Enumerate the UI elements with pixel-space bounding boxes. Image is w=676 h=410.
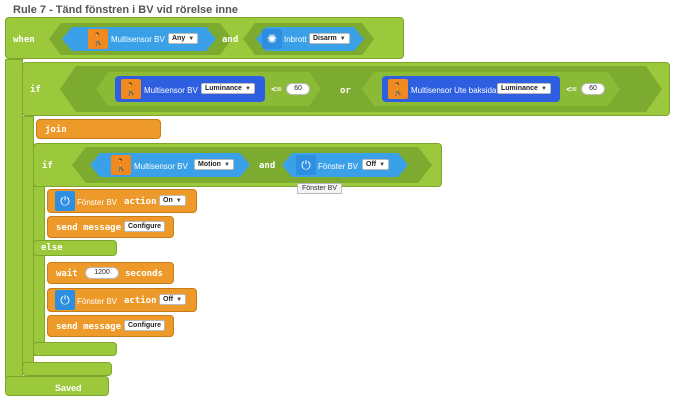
join-keyword: join [45,125,67,135]
inner-if-body [33,186,45,356]
person-walking-icon: 🚶 [111,155,131,175]
if-cond1-device: Multisensor BV [144,86,198,95]
power-icon: ⏻ [55,191,75,211]
dropdown-value: Off [366,161,377,168]
rule-footer[interactable] [5,376,109,396]
when-sensor2-device: Inbrott [284,35,307,44]
when-keyword: when [13,35,35,45]
dropdown-value: Any [172,35,186,42]
then-message-field[interactable]: Configure [124,221,166,232]
chevron-down-icon: ▼ [223,161,230,168]
saved-status: Saved [55,383,82,393]
lte-operator-2: <= [566,85,577,95]
chevron-down-icon: ▼ [540,85,547,92]
action-keyword-2: action [124,296,157,306]
chevron-down-icon: ▼ [244,85,251,92]
if-cond2-property[interactable]: Luminance▼ [497,83,551,94]
inner-if-footer [33,342,117,356]
then-action-dropdown[interactable]: On▼ [159,195,186,206]
join-block[interactable] [36,119,161,139]
dropdown-value: Motion [198,161,221,168]
else-bar [33,240,117,256]
else-keyword: else [41,243,63,253]
else-message-field[interactable]: Configure [124,320,166,331]
dropdown-value: Off [163,296,174,303]
person-walking-icon: 🚶 [121,79,141,99]
chevron-down-icon: ▼ [176,296,183,303]
if-footer [22,362,112,376]
power-icon: ⏻ [55,290,75,310]
lte-operator: <= [271,85,282,95]
if-cond2-device: Multisensor Ute baksida [411,86,497,95]
if-cond1-property[interactable]: Luminance▼ [201,83,255,94]
dropdown-value: On [163,197,173,204]
dropdown-value: Luminance [205,85,242,92]
and-keyword: and [222,35,239,45]
person-walking-icon: 🚶 [88,29,108,49]
chevron-down-icon: ▼ [339,35,346,42]
person-walking-icon: 🚶 [388,79,408,99]
dropdown-value: Luminance [501,85,538,92]
rule-body [5,59,23,379]
when-sensor1-dropdown[interactable]: Any▼ [168,33,199,44]
when-sensor2-dropdown[interactable]: Disarm▼ [309,33,350,44]
inner-cond2-dropdown[interactable]: Off▼ [362,159,390,170]
message-value: Configure [128,322,162,329]
seconds-keyword: seconds [125,269,163,279]
if-cond1-threshold[interactable]: 60 [286,83,310,95]
action-keyword: action [124,197,157,207]
tooltip: Fönster BV [297,183,343,194]
rule-title: Rule 7 - Tänd fönstren i BV vid rörelse … [13,4,238,16]
if-cond2-threshold[interactable]: 60 [581,83,605,95]
chevron-down-icon: ▼ [379,161,386,168]
inner-cond1-device: Multisensor BV [134,162,188,171]
wait-keyword: wait [56,269,78,279]
when-sensor1-device: Multisensor BV [111,35,165,44]
alarm-icon: ✺ [262,29,282,49]
chevron-down-icon: ▼ [188,35,195,42]
inner-cond1-dropdown[interactable]: Motion▼ [194,159,234,170]
else-action-dropdown[interactable]: Off▼ [159,294,187,305]
else-device: Fönster BV [77,297,118,306]
dropdown-value: Disarm [313,35,337,42]
inner-cond2-device: Fönster BV [318,162,359,171]
then-device: Fönster BV [77,198,118,207]
send-message-keyword: send message [56,223,122,233]
message-value: Configure [128,223,162,230]
if-keyword: if [30,85,41,95]
send-message-keyword-2: send message [56,322,122,332]
inner-if-keyword: if [42,161,53,171]
chevron-down-icon: ▼ [175,197,182,204]
wait-seconds-field[interactable]: 1200 [85,267,119,279]
or-keyword: or [340,86,351,96]
inner-and-keyword: and [259,161,276,171]
power-icon: ⏻ [296,155,316,175]
